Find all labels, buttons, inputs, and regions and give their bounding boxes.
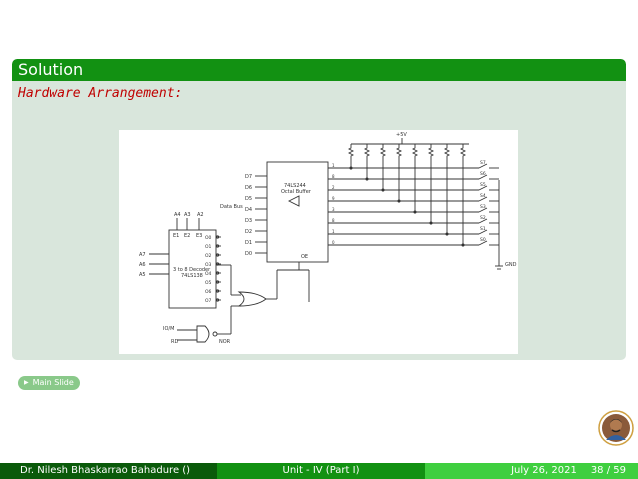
footer-page: 38 / 59 <box>590 465 626 476</box>
decoder-output-label: O4 <box>205 271 212 277</box>
data-line-label: D1 <box>245 240 252 246</box>
addr-a2: A2 <box>197 212 204 218</box>
solution-block: Solution Hardware Arrangement: <box>12 59 626 360</box>
oe-label: OE <box>301 254 308 260</box>
switch-label: S4 <box>480 193 486 199</box>
decoder-output-label: O2 <box>205 253 212 259</box>
addr-a5: A5 <box>139 272 146 278</box>
enable-3: E3 <box>196 233 202 239</box>
data-line-label: D0 <box>245 251 252 257</box>
buffer-pin-label: 1 <box>332 163 335 168</box>
decoder-output-label: O3 <box>205 262 212 268</box>
footer-unit: Unit - IV (Part I) <box>217 463 425 479</box>
buffer-pin-label: 2 <box>332 185 335 190</box>
addr-a6: A6 <box>139 262 146 268</box>
subheading: Hardware Arrangement: <box>18 86 183 101</box>
buffer-pin-label: 8 <box>332 218 335 223</box>
gnd-label: GND <box>505 262 517 268</box>
data-line-label: D7 <box>245 174 252 180</box>
buffer-pin-label: 3 <box>332 207 335 212</box>
buffer-pin-label: 1 <box>332 229 335 234</box>
addr-a7: A7 <box>139 252 146 258</box>
decoder-output-label: O6 <box>205 289 212 295</box>
play-icon: ▶ <box>24 379 29 386</box>
buffer-pin-label: 8 <box>332 174 335 179</box>
buffer-label-1: 74LS244 <box>284 183 306 189</box>
decoder-label-2: 74LS138 <box>181 273 203 279</box>
data-line-label: D5 <box>245 196 252 202</box>
switch-label: S6 <box>480 171 486 177</box>
block-header: Solution <box>12 59 626 81</box>
io-m-label: IO/M <box>163 326 174 332</box>
switch-label: S3 <box>480 204 486 210</box>
enable-1: E1 <box>173 233 179 239</box>
decoder-output-label: O0 <box>205 235 212 241</box>
switch-label: S7 <box>480 160 486 166</box>
decoder-output-label: O7 <box>205 298 212 304</box>
buffer-pin-label: 9 <box>332 196 335 201</box>
data-bus-label: Data Bus <box>220 204 243 210</box>
rd-label: RD <box>171 339 178 345</box>
main-slide-button[interactable]: ▶ Main Slide <box>18 376 80 390</box>
addr-a4: A4 <box>174 212 181 218</box>
nor-label: NOR <box>219 339 231 345</box>
footer-right: July 26, 2021 38 / 59 <box>425 463 638 479</box>
switch-label: S1 <box>480 226 486 232</box>
buffer-pin-label: 0 <box>332 240 335 245</box>
switch-label: S5 <box>480 182 486 188</box>
vcc-label: +5V <box>396 132 407 138</box>
data-line-label: D3 <box>245 218 252 224</box>
decoder-label-1: 3 to 8 Decoder <box>173 267 211 273</box>
decoder-output-label: O1 <box>205 244 212 250</box>
data-line-label: D6 <box>245 185 252 191</box>
buffer-label-2: Octal Buffer <box>281 189 312 195</box>
footer-date: July 26, 2021 <box>511 465 577 476</box>
block-title: Solution <box>18 60 84 79</box>
decoder-output-label: O5 <box>205 280 212 286</box>
main-slide-label: Main Slide <box>32 378 74 387</box>
addr-a3: A3 <box>184 212 191 218</box>
enable-2: E2 <box>184 233 190 239</box>
switch-label: S0 <box>480 237 486 243</box>
data-line-label: D2 <box>245 229 252 235</box>
circuit-diagram: +5V GND Data Bus 74LS244 Octal Buffer OE… <box>119 130 518 354</box>
data-line-label: D4 <box>245 207 252 213</box>
switch-label: S2 <box>480 215 486 221</box>
footer-author: Dr. Nilesh Bhaskarrao Bahadure () <box>0 463 217 479</box>
footer: Dr. Nilesh Bhaskarrao Bahadure () Unit -… <box>0 463 638 479</box>
avatar <box>598 410 634 446</box>
